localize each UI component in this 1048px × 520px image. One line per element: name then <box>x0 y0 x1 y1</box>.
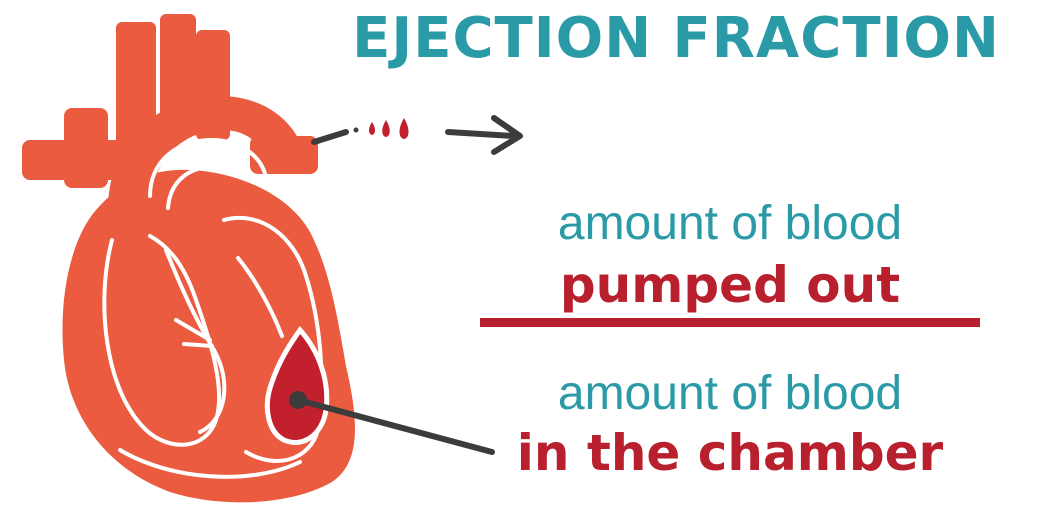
denominator-label: amount of blood <box>480 366 980 421</box>
numerator-value: pumped out <box>480 256 980 314</box>
denominator-value: in the chamber <box>480 424 980 482</box>
blood-flow-arrow <box>314 118 520 152</box>
fraction-bar <box>480 318 980 327</box>
blood-drop-icon <box>369 122 375 135</box>
numerator-label: amount of blood <box>480 196 980 251</box>
blood-drop-icon <box>382 120 390 137</box>
blood-drop-icon <box>400 118 409 139</box>
page-title: EJECTION FRACTION <box>312 6 1040 71</box>
